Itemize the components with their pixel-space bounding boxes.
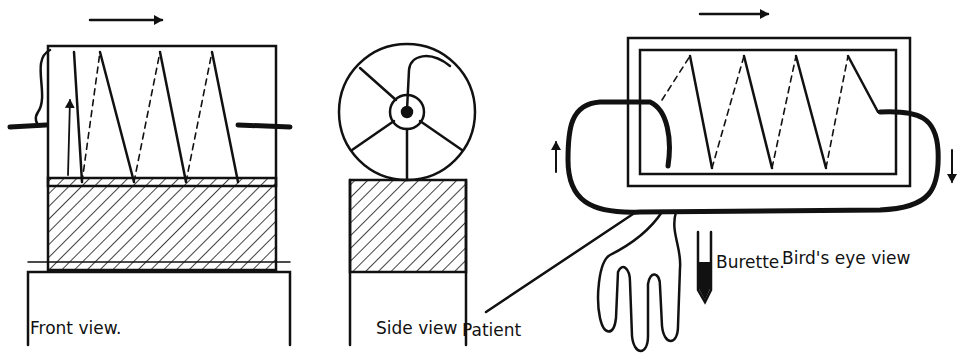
hand <box>598 212 680 351</box>
trough <box>350 180 466 272</box>
front-view <box>10 20 290 345</box>
view-caption: Side view <box>376 318 457 338</box>
stand <box>28 272 290 345</box>
view-caption: Front view. <box>30 318 121 338</box>
view-caption: Bird's eye view <box>782 248 910 268</box>
part-label: Burette. <box>716 252 785 272</box>
burette <box>698 232 711 302</box>
rotation-arrow <box>700 13 768 16</box>
trough <box>48 178 276 270</box>
part-label: Patient <box>462 320 521 340</box>
rotation-arrow <box>90 19 162 22</box>
side-view <box>339 44 475 345</box>
patient-arm <box>486 212 636 312</box>
drum <box>48 46 276 186</box>
birds-eye-view <box>486 14 952 351</box>
